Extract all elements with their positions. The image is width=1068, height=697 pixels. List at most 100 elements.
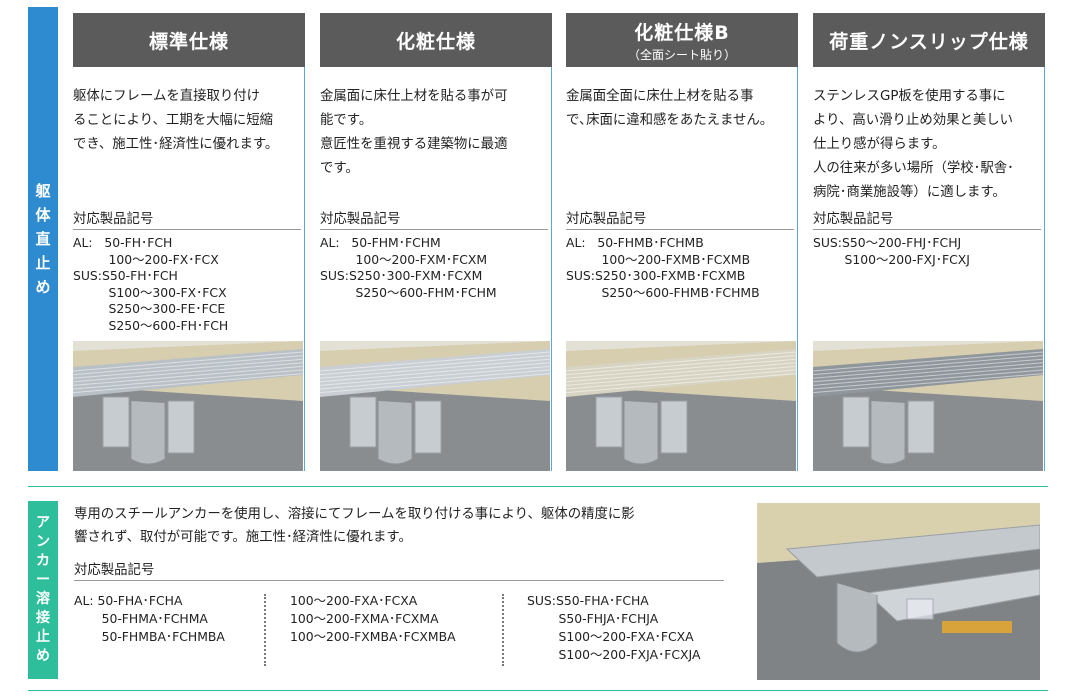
anchor-code-title: 対応製品記号: [74, 558, 724, 581]
anchor-code-line: S100～200-FXA･FCXA: [527, 629, 694, 644]
product-code-line: S100～200-FXJ･FCXJ: [813, 251, 970, 267]
product-code-line: SUS:S250･300-FXMB･FCXMB: [566, 268, 746, 283]
anchor-code-line: 100～200-FXMBA･FCXMBA: [290, 629, 456, 644]
column-title: 化粧仕様: [395, 30, 476, 53]
product-code-line: 100～200-FX･FCX: [73, 251, 219, 267]
tag-char: ア: [36, 515, 50, 531]
product-code-line: S100～300-FX･FCX: [73, 284, 227, 300]
product-code-line: SUS:S250･300-FXM･FCXM: [320, 268, 483, 283]
plate-groove: [73, 369, 303, 390]
gap-bellows: [836, 583, 878, 653]
anchor-code-line: 50-FHMBA･FCHMBA: [74, 629, 225, 644]
product-code-line: 100～200-FXMB･FCXMB: [566, 251, 751, 267]
anchor-clip: [906, 598, 934, 620]
plate-groove: [813, 355, 1043, 376]
plate-groove: [73, 362, 303, 383]
tag-char: ー: [36, 572, 50, 588]
column-description: 躯体にフレームを直接取り付け ることにより、工期を大幅に短縮 でき、施工性･経済…: [73, 89, 279, 152]
plate-groove: [566, 373, 796, 394]
tag-char: 体: [35, 206, 51, 224]
product-code-line: 100～200-FXM･FCXM: [320, 251, 488, 267]
dotted-separator: [502, 594, 504, 666]
section-divider-bottom: [28, 690, 1048, 691]
dotted-separator: [264, 594, 266, 666]
photo-illustration: [320, 341, 550, 471]
product-photo: [566, 341, 796, 471]
tag-char: 溶: [36, 591, 50, 607]
product-code-line: S250～600-FHM･FCHM: [320, 284, 497, 300]
anchor-codes-sus: SUS:S50-FHA･FCHA S50-FHJA･FCHJA S100～200…: [527, 592, 700, 664]
column-subtitle: （全面シート貼り）: [627, 47, 736, 62]
photo-illustration: [73, 341, 303, 471]
product-photo: [73, 341, 303, 471]
code-title: 対応製品記号: [566, 207, 794, 230]
anchor-product-photo: [757, 503, 1040, 680]
tag-char: カ: [36, 553, 50, 569]
product-code-line: SUS:S50～200-FHJ･FCHJ: [813, 235, 962, 250]
plate-groove: [73, 355, 303, 376]
anchor-code-line: S100～200-FXJA･FCXJA: [527, 647, 701, 662]
plate-groove: [320, 362, 550, 383]
plate-groove: [813, 362, 1043, 383]
gap-bellows: [623, 401, 659, 465]
column-header: 化粧仕様: [320, 13, 552, 67]
plate-groove: [566, 358, 796, 379]
tag-char: 接: [36, 610, 50, 626]
joint-cover-plate: [320, 349, 550, 397]
plate-groove: [73, 373, 303, 394]
photo-illustration: [813, 341, 1043, 471]
photo-illustration: [757, 503, 1040, 680]
frame-profile: [907, 400, 935, 454]
plate-groove: [73, 351, 303, 372]
plate-groove: [320, 358, 550, 379]
gap-bellows: [377, 401, 413, 465]
plate-groove: [813, 351, 1043, 372]
code-title: 対応製品記号: [73, 207, 301, 230]
plate-groove: [813, 358, 1043, 379]
anchor-code-line: S50-FHJA･FCHJA: [527, 611, 659, 626]
frame-profile: [660, 400, 688, 454]
tag-char: 直: [35, 230, 51, 248]
frame-profile: [595, 396, 623, 448]
product-code-line: AL: 50-FHMB･FCHMB: [566, 235, 704, 250]
column-body: 金属面に床仕上材を貼る事が可 能です。 意匠性を重視する建築物に最適 です。 対…: [320, 67, 552, 471]
joint-cover-plate: [785, 524, 1040, 578]
plate-groove: [73, 365, 303, 386]
product-code-line: S250～300-FE･FCE: [73, 301, 226, 316]
plate-groove: [566, 351, 796, 372]
tag-char: 躯: [35, 182, 51, 200]
tag-char: 止: [36, 629, 50, 645]
anchor-code-line: SUS:S50-FHA･FCHA: [527, 593, 649, 608]
plate-groove: [320, 365, 550, 386]
column-title: 化粧仕様B: [634, 21, 730, 44]
frame-profile: [167, 400, 195, 454]
column-header: 化粧仕様B （全面シート貼り）: [566, 13, 798, 67]
plate-groove: [813, 365, 1043, 386]
column-description: ステンレスGP板を使用する事に より、高い滑り止め効果と美しい 仕上り感が得らま…: [813, 89, 1014, 200]
product-code-line: AL: 50-FHM･FCHM: [320, 235, 441, 250]
plate-groove: [73, 358, 303, 379]
side-tag-anchor-weld: アンカー溶接止め: [28, 501, 58, 679]
anchor-code-line: 50-FHMA･FCHMA: [74, 611, 208, 626]
plate-groove: [320, 355, 550, 376]
tag-char: 止: [35, 254, 51, 272]
product-code-line: S250～600-FH･FCH: [73, 317, 229, 333]
joint-cover-plate: [566, 349, 796, 397]
column-title: 標準仕様: [148, 30, 229, 53]
column-body: 躯体にフレームを直接取り付け ることにより、工期を大幅に短縮 でき、施工性･経済…: [73, 67, 305, 471]
section-divider: [28, 486, 1048, 487]
column-description: 金属面に床仕上材を貼る事が可 能です。 意匠性を重視する建築物に最適 です。: [320, 89, 508, 176]
frame-profile: [102, 396, 130, 448]
photo-illustration: [566, 341, 796, 471]
anchor-code-line: AL: 50-FHA･FCHA: [74, 593, 183, 608]
code-title: 対応製品記号: [813, 207, 1041, 230]
frame-profile: [842, 396, 870, 448]
column-body: ステンレスGP板を使用する事に より、高い滑り止め効果と美しい 仕上り感が得らま…: [813, 67, 1045, 471]
product-code-line: S250～600-FHMB･FCHMB: [566, 284, 760, 300]
spec-column-decorative-b: 化粧仕様B （全面シート貼り） 金属面全面に床仕上材を貼る事 で､床面に違和感を…: [566, 13, 798, 471]
tag-char: ン: [36, 534, 50, 550]
frame-profile: [349, 396, 377, 448]
spec-column-non-slip: 荷重ノンスリップ仕様 ステンレスGP板を使用する事に より、高い滑り止め効果と美…: [813, 13, 1045, 471]
column-body: 金属面全面に床仕上材を貼る事 で､床面に違和感をあたえません。 対応製品記号 A…: [566, 67, 798, 471]
